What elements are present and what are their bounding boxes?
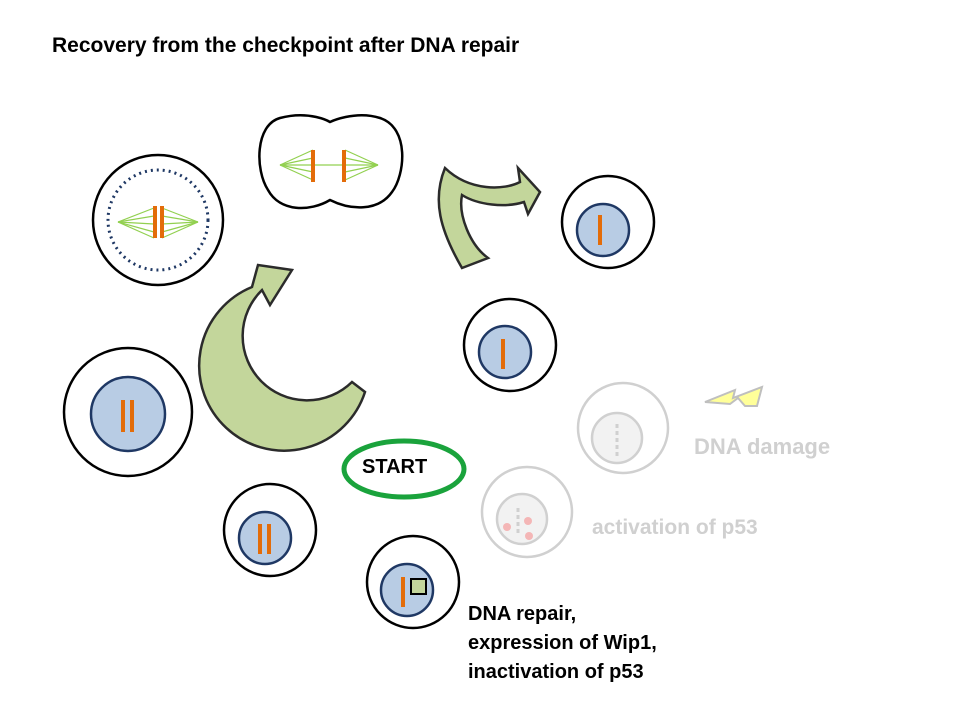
chromosome xyxy=(267,524,271,554)
repair-label-line: inactivation of p53 xyxy=(468,661,644,683)
lightning-bolt-icon xyxy=(704,385,764,407)
start-ring xyxy=(341,438,467,500)
nucleus xyxy=(89,375,167,453)
nucleus xyxy=(575,202,631,258)
chromosome xyxy=(160,206,164,238)
chromosome xyxy=(130,400,134,432)
mitotic-cell xyxy=(258,114,404,210)
p53-dot xyxy=(525,532,533,540)
nucleus xyxy=(237,510,293,566)
chromosome xyxy=(121,400,125,432)
chromosome xyxy=(401,577,405,607)
chromosome xyxy=(258,524,262,554)
cycle-arrow-upper xyxy=(437,164,542,270)
repair-label-line: DNA repair, xyxy=(468,603,577,625)
chromosome xyxy=(598,215,602,245)
nucleus xyxy=(379,562,435,618)
prometaphase-spindle xyxy=(117,207,199,239)
repair-label: DNA repair, expression of Wip1, inactiva… xyxy=(468,600,657,687)
start-label: START xyxy=(362,456,428,478)
chromosome xyxy=(153,206,157,238)
cycle-arrow-large xyxy=(197,263,367,452)
prometaphase-cell xyxy=(91,153,225,287)
p53-activation-label: activation of p53 xyxy=(592,516,758,539)
repair-label-line: expression of Wip1, xyxy=(468,632,657,654)
chromosome xyxy=(342,150,346,182)
nucleus-faded xyxy=(495,492,549,546)
chromosome xyxy=(311,150,315,182)
wip1-box-icon xyxy=(410,578,427,595)
diagram-title: Recovery from the checkpoint after DNA r… xyxy=(52,34,520,57)
nuclear-envelope-breakdown xyxy=(106,168,210,272)
chromosome xyxy=(501,339,505,369)
dna-damage-label: DNA damage xyxy=(694,434,831,459)
p53-dot xyxy=(524,517,532,525)
mitotic-spindle xyxy=(279,149,379,181)
p53-dot xyxy=(503,523,511,531)
